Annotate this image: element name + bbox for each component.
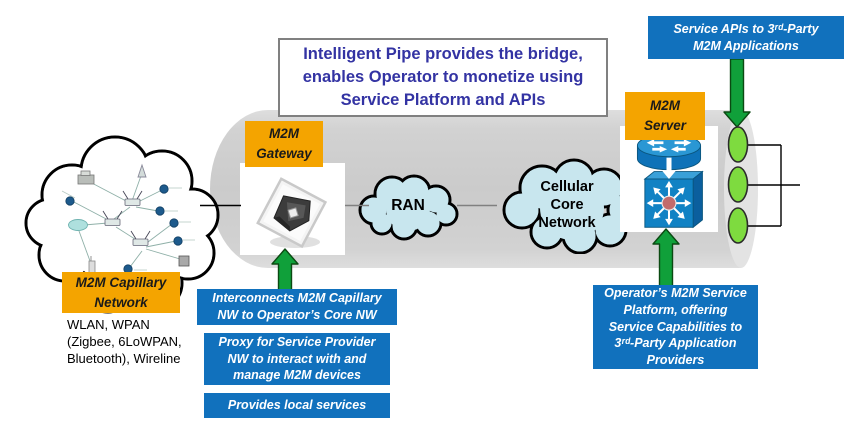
subnet-ellipse-icon bbox=[68, 219, 88, 231]
service-port-ellipse-1 bbox=[727, 126, 749, 163]
gateway-device-icon bbox=[256, 177, 328, 249]
service-port-ellipse-3 bbox=[727, 207, 749, 244]
port-bracket-lines bbox=[748, 144, 800, 227]
core-network-label: Cellular Core Network bbox=[492, 158, 642, 254]
service-port-ellipse-2 bbox=[727, 166, 749, 203]
antenna-tower-icon bbox=[137, 163, 147, 178]
endpoint-square-icon bbox=[178, 255, 190, 267]
ran-cloud bbox=[358, 174, 459, 241]
server-icon bbox=[636, 133, 704, 229]
device-node-icons bbox=[65, 184, 183, 274]
server-up-arrow bbox=[652, 228, 680, 287]
service-apis-down-arrow bbox=[723, 58, 751, 128]
switch-icon bbox=[643, 157, 704, 229]
gateway-note-local-services: Provides local services bbox=[204, 393, 390, 418]
service-apis-callout: Service APIs to 3ʳᵈ-Party M2M Applicatio… bbox=[648, 16, 844, 59]
capillary-technologies-text: WLAN, WPAN (Zigbee, 6LoWPAN, Bluetooth),… bbox=[67, 317, 182, 367]
capillary-network-illustration bbox=[61, 163, 195, 274]
title-box: Intelligent Pipe provides the bridge, en… bbox=[278, 38, 608, 117]
gateway-note-interconnects: Interconnects M2M Capillary NW to Operat… bbox=[197, 289, 397, 325]
ran-label: RAN bbox=[352, 168, 464, 244]
gateway-note-proxy: Proxy for Service Provider NW to interac… bbox=[204, 333, 390, 385]
printer-icon bbox=[77, 170, 95, 185]
server-label: M2M Server bbox=[625, 92, 705, 140]
core-network-label-text: Cellular Core Network bbox=[538, 179, 596, 231]
router-icon bbox=[636, 133, 702, 171]
ran-label-text: RAN bbox=[391, 197, 425, 214]
capillary-network-label: M2M Capillary Network bbox=[62, 272, 180, 313]
gateway-up-arrow bbox=[271, 248, 299, 291]
router-node-icons bbox=[102, 190, 151, 240]
gateway-label: M2M Gateway bbox=[245, 121, 323, 167]
server-note: Operator’s M2M Service Platform, offerin… bbox=[593, 285, 758, 369]
